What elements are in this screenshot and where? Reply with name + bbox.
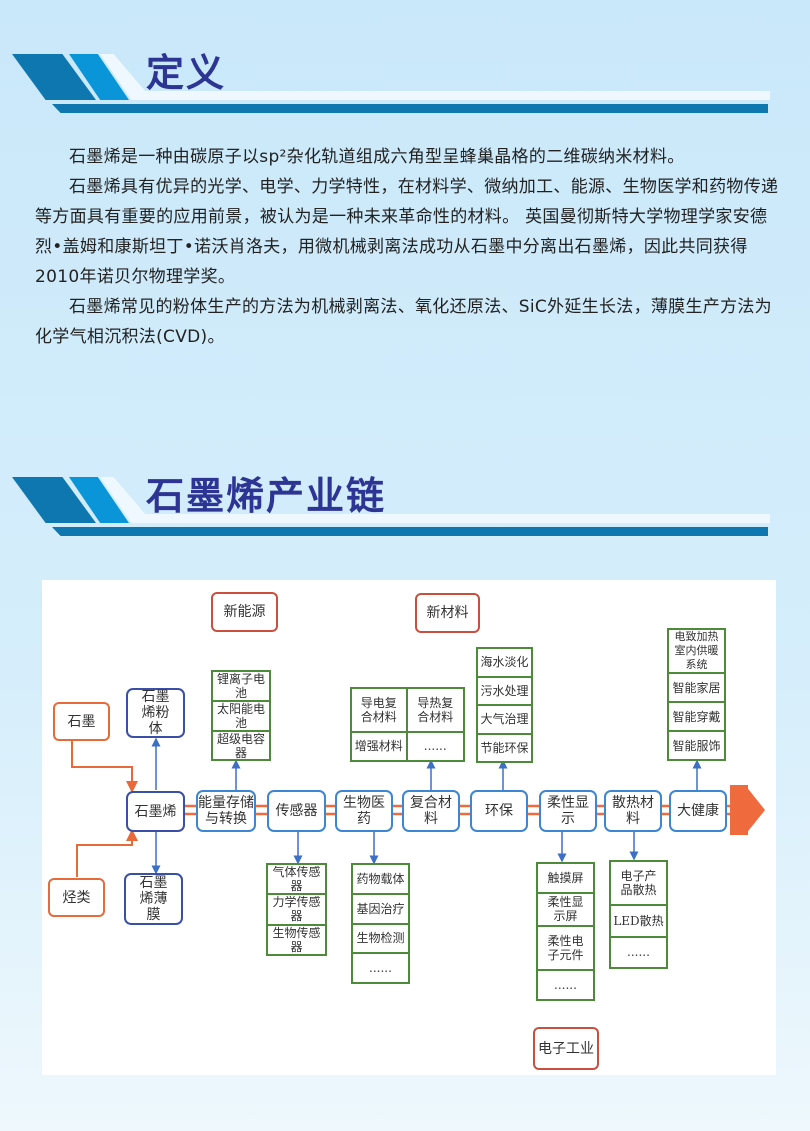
chain-sensor: 传感器 — [267, 790, 326, 832]
list-item: 生物检测 — [353, 925, 408, 955]
list-item: 药物载体 — [353, 865, 408, 895]
list-item: ...... — [554, 977, 577, 992]
list-item: ...... — [369, 961, 392, 976]
health-items: 电致加热室内供暖系统 智能家居 智能穿戴 智能服饰 — [667, 628, 726, 761]
list-item: 大气治理 — [478, 706, 531, 735]
graphene-powder: 石墨烯粉体 — [126, 688, 185, 738]
list-item: 智能穿戴 — [669, 703, 724, 732]
category-electronics: 电子工业 — [533, 1027, 599, 1070]
graphene-center: 石墨烯 — [126, 791, 185, 832]
category-new-energy: 新能源 — [211, 592, 278, 632]
chain-composite: 复合材料 — [402, 790, 460, 832]
list-item: 柔性电子元件 — [538, 927, 593, 971]
paragraph: 石墨烯是一种由碳原子以sp²杂化轨道组成六角型呈蜂巢晶格的二维碳纳米材料。 — [69, 147, 685, 167]
section-header-industry-chain: 石墨烯产业链 — [0, 455, 810, 545]
section-title: 石墨烯产业链 — [146, 474, 387, 518]
paragraph: 石墨烯具有优异的光学、电学、力学特性，在材料学、微纳加工、能源、生物医学和药物传… — [35, 177, 779, 287]
list-item: 导热复合材料 — [407, 689, 463, 733]
section-header-definition: 定义 — [0, 32, 810, 122]
list-item: 太阳能电池 — [213, 702, 269, 732]
category-new-material: 新材料 — [415, 593, 480, 633]
list-item: ...... — [423, 739, 447, 754]
list-item: 超级电容器 — [216, 732, 265, 760]
composite-items: 导电复合材料 导热复合材料 增强材料 ...... — [350, 687, 465, 762]
list-item: 污水处理 — [478, 678, 531, 706]
graphene-film: 石墨烯薄膜 — [124, 873, 183, 925]
list-item: ...... — [627, 945, 650, 960]
list-item: LED散热 — [611, 906, 666, 938]
chain-energy-storage: 能量存储与转换 — [196, 790, 256, 832]
chain-biomedicine: 生物医药 — [335, 790, 393, 832]
list-item: 基因治疗 — [353, 895, 408, 925]
banner-bar — [52, 527, 768, 536]
list-item: 增强材料 — [352, 732, 408, 760]
list-item: 触摸屏 — [538, 864, 593, 895]
chain-environment: 环保 — [470, 790, 528, 832]
bio-items: 药物载体 基因治疗 生物检测 ...... — [351, 863, 410, 984]
list-item: 海水淡化 — [478, 649, 531, 678]
list-item: 节能环保 — [480, 740, 529, 755]
list-item: 导电复合材料 — [352, 689, 408, 733]
chain-flexible-display: 柔性显示 — [539, 790, 597, 832]
energy-items: 锂离子电池 太阳能电池 超级电容器 — [211, 670, 271, 761]
list-item: 电子产品散热 — [611, 862, 666, 907]
banner-bar — [140, 91, 770, 100]
list-item: 力学传感器 — [268, 895, 325, 926]
list-item: 柔性显示屏 — [538, 894, 593, 927]
chain-health: 大健康 — [669, 790, 727, 832]
industry-chain-diagram: 新能源 新材料 电子工业 石墨 烃类 石墨烯粉体 石墨烯 石墨烯薄膜 能量存储与… — [42, 580, 776, 1075]
list-item: 电致加热室内供暖系统 — [669, 630, 724, 674]
chain-heat-dissipation: 散热材料 — [604, 790, 662, 832]
paragraph: 石墨烯常见的粉体生产的方法为机械剥离法、氧化还原法、SiC外延生长法，薄膜生产方… — [35, 297, 772, 347]
banner-bar — [140, 514, 770, 523]
heat-items: 电子产品散热 LED散热 ...... — [609, 860, 668, 969]
section-title: 定义 — [146, 51, 227, 95]
list-item: 锂离子电池 — [213, 672, 269, 702]
list-item: 智能家居 — [669, 674, 724, 703]
environment-items: 海水淡化 污水处理 大气治理 节能环保 — [476, 647, 533, 763]
sensor-items: 气体传感器 力学传感器 生物传感器 — [266, 863, 327, 956]
list-item: 智能服饰 — [672, 738, 721, 753]
source-hydrocarbon: 烃类 — [48, 878, 105, 917]
list-item: 生物传感器 — [272, 925, 321, 954]
source-graphite: 石墨 — [53, 702, 110, 741]
display-items: 触摸屏 柔性显示屏 柔性电子元件 ...... — [536, 862, 595, 1001]
definition-text: 石墨烯是一种由碳原子以sp²杂化轨道组成六角型呈蜂巢晶格的二维碳纳米材料。 石墨… — [35, 142, 780, 352]
list-item: 气体传感器 — [268, 865, 325, 896]
banner-bar — [52, 104, 768, 113]
